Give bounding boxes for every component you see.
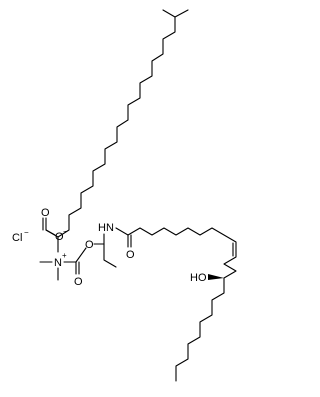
amide-o-label: O (126, 249, 135, 261)
hydroxyl-label: HO (190, 272, 207, 284)
carbonyl-o-label: O (41, 207, 50, 219)
carbamate-to-ether-o (75, 247, 87, 263)
ester-o-label: O (55, 231, 64, 243)
ethyl-group (103, 243, 117, 268)
nitrogen-charge: + (62, 251, 67, 260)
acyl-chain (127, 227, 237, 382)
hydroxyl-wedge (208, 274, 224, 280)
ether-o-label: O (85, 239, 94, 251)
molecule-svg: Cl − O O − N + O O HN O HO (12, 9, 237, 382)
chloride-charge: − (24, 228, 29, 237)
amide-nh-label: HN (98, 222, 114, 234)
nh-to-amide (115, 227, 129, 236)
alkyl-chain (57, 9, 189, 238)
nitrogen-label: N (54, 257, 62, 269)
chloride-label: Cl (12, 232, 22, 244)
ester-o-charge: − (63, 227, 68, 236)
carbamate-o-label: O (74, 276, 83, 288)
carboxyl-single (45, 229, 56, 236)
structure-diagram: Cl − O O − N + O O HN O HO (12, 9, 237, 382)
